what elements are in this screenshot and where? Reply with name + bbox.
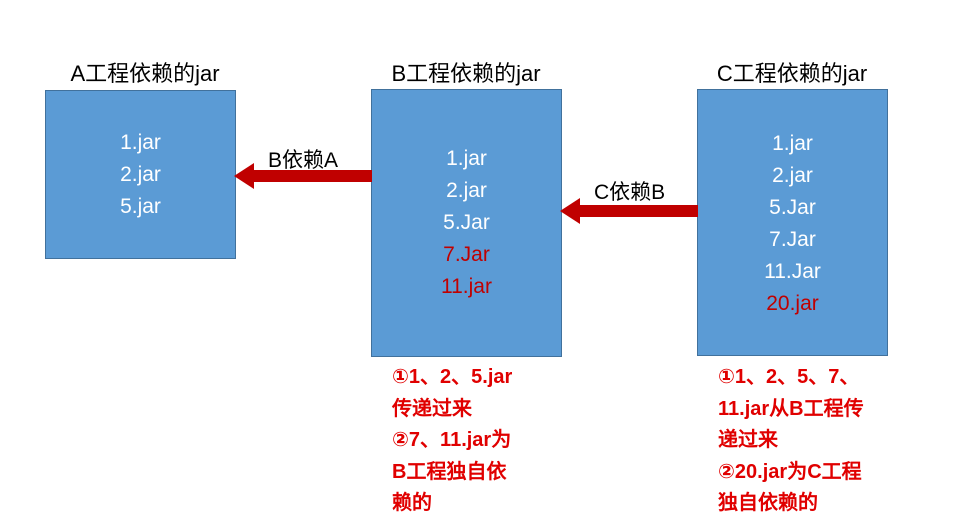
- project-c-jar-item: 5.Jar: [769, 196, 816, 219]
- project-b-title: B工程依赖的jar: [391, 61, 541, 86]
- project-c-note-line: 11.jar从B工程传: [718, 397, 864, 420]
- arrow-b-to-a-head: [234, 163, 254, 189]
- arrow-b-to-a-shaft: [252, 170, 372, 182]
- arrow-b-to-a: [234, 163, 372, 189]
- project-c-jar-item: 1.jar: [772, 132, 813, 155]
- project-b-jar-item: 1.jar: [446, 147, 487, 170]
- project-c-note-line: ①1、2、5、7、: [718, 366, 860, 388]
- project-c-note: ①1、2、5、7、 11.jar从B工程传 递过来 ②20.jar为C工程 独自…: [718, 362, 864, 520]
- arrow-c-to-b-label: C依赖B: [594, 181, 666, 204]
- project-a-jar-item: 2.jar: [120, 163, 161, 186]
- project-b-note-line: ②7、11.jar为: [392, 429, 512, 451]
- project-c-jar-item: 2.jar: [772, 164, 813, 187]
- project-c-jar-list: 1.jar 2.jar 5.Jar 7.Jar 11.Jar 20.jar: [698, 128, 887, 320]
- project-b-box: 1.jar 2.jar 5.Jar 7.Jar 11.jar: [371, 89, 562, 357]
- project-b-note-line: 传递过来: [392, 397, 472, 420]
- project-c-note-line: 独自依赖的: [718, 492, 818, 514]
- project-c-jar-item: 7.Jar: [769, 228, 816, 251]
- arrow-c-to-b-shaft: [578, 205, 698, 217]
- project-b-note: ①1、2、5.jar 传递过来 ②7、11.jar为 B工程独自依 赖的: [392, 362, 512, 520]
- project-b-jar-item: 2.jar: [446, 179, 487, 202]
- project-a-jar-item: 1.jar: [120, 131, 161, 154]
- arrow-c-to-b-head: [560, 198, 580, 224]
- arrow-c-to-b: [560, 198, 698, 224]
- project-c-jar-item: 20.jar: [766, 292, 819, 315]
- project-a-box: 1.jar 2.jar 5.jar: [45, 90, 236, 259]
- project-b-jar-item: 5.Jar: [443, 211, 490, 234]
- project-b-jar-item: 11.jar: [441, 275, 492, 298]
- project-b-note-line: 赖的: [392, 492, 432, 514]
- project-c-note-line: ②20.jar为C工程: [718, 460, 862, 483]
- project-a-jar-item: 5.jar: [120, 195, 161, 218]
- project-c-title: C工程依赖的jar: [716, 61, 868, 86]
- project-c-box: 1.jar 2.jar 5.Jar 7.Jar 11.Jar 20.jar: [697, 89, 888, 356]
- project-c-jar-item: 11.Jar: [764, 260, 821, 283]
- project-a-jar-list: 1.jar 2.jar 5.jar: [46, 127, 235, 223]
- arrow-b-to-a-label: B依赖A: [268, 149, 339, 172]
- project-b-note-line: B工程独自依: [392, 460, 507, 483]
- project-c-note-line: 递过来: [718, 429, 778, 451]
- project-b-jar-item: 7.Jar: [443, 243, 490, 266]
- project-b-jar-list: 1.jar 2.jar 5.Jar 7.Jar 11.jar: [372, 143, 561, 303]
- project-b-note-line: ①1、2、5.jar: [392, 366, 513, 388]
- project-a-title: A工程依赖的jar: [70, 61, 220, 86]
